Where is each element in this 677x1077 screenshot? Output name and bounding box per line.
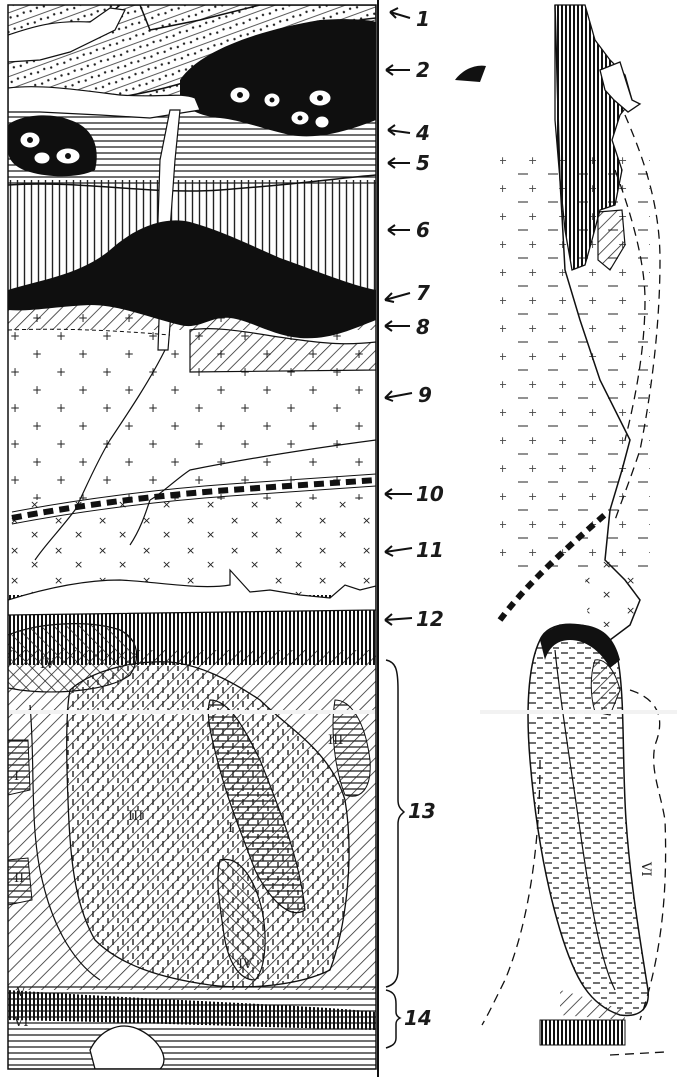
profile-base-band <box>540 1020 625 1045</box>
label-5: 5 <box>416 151 430 175</box>
label-11: 11 <box>416 538 444 562</box>
profile-dashed-left <box>482 760 540 1025</box>
unit-label-IV-lower: IV <box>238 957 253 972</box>
layer-labels: 1 2 4 5 6 7 8 9 10 11 12 13 14 <box>385 7 444 1048</box>
label-14: 14 <box>404 1006 432 1030</box>
unit-label-I-center: I <box>228 821 233 836</box>
label-9: 9 <box>418 383 432 407</box>
unit-label-V: V <box>15 985 26 1000</box>
arrow <box>385 8 412 625</box>
label-1: 1 <box>416 7 430 31</box>
label-4: 4 <box>415 121 430 145</box>
unit-label-III: III <box>128 809 143 824</box>
unit-label-I: I <box>14 769 19 784</box>
main-stratigraphic-column <box>0 5 377 1069</box>
unit-I-left <box>8 740 30 795</box>
unit-label-II: II <box>14 871 24 886</box>
label-12: 12 <box>416 607 444 631</box>
bracket-13 <box>386 660 404 987</box>
black-fleck-top <box>455 66 486 82</box>
unit-label-IV: IV <box>40 657 55 672</box>
label-6: 6 <box>416 218 430 242</box>
profile-label-vi: VI <box>638 861 653 877</box>
unit-label-VI: VI <box>13 1015 29 1030</box>
label-13: 13 <box>408 799 436 823</box>
profile-lower-chamber <box>528 624 648 1015</box>
label-10: 10 <box>416 482 444 506</box>
profile-base-dash <box>610 1052 665 1055</box>
cross-section-profile: VI <box>455 5 677 1055</box>
label-2: 2 <box>416 58 430 82</box>
label-7: 7 <box>416 281 430 305</box>
label-8: 8 <box>416 315 430 339</box>
unit-label-III-right: III <box>328 733 343 748</box>
bracket-14 <box>386 990 400 1048</box>
